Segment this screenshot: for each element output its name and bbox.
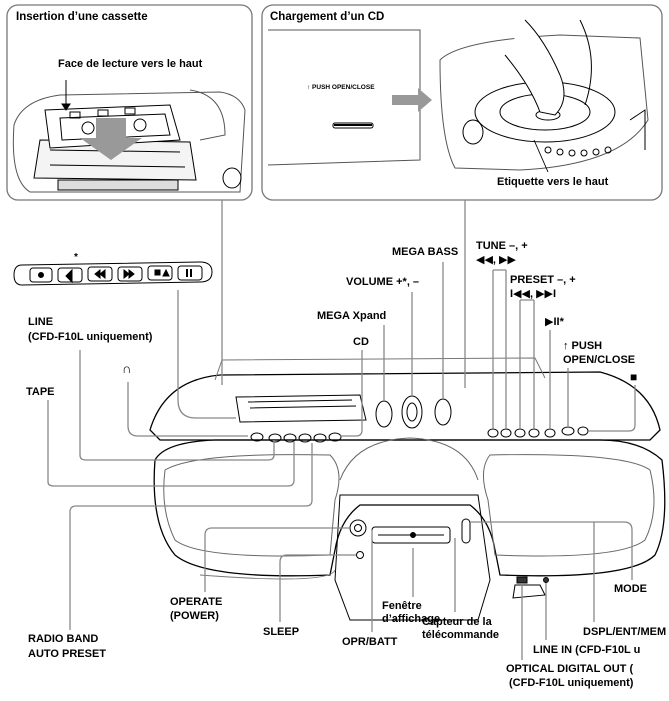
record-key[interactable] bbox=[29, 267, 53, 283]
cassette-inset-caption: Face de lecture vers le haut bbox=[58, 58, 203, 70]
label-tune-icons: ◀◀, ▶▶ bbox=[476, 254, 516, 266]
leader-lines bbox=[47, 200, 636, 660]
pause-icon bbox=[186, 269, 192, 277]
label-mega-bass: MEGA BASS bbox=[392, 246, 459, 258]
label-remote-sensor: Capteur de la bbox=[422, 616, 492, 628]
tape-keys-marker: * bbox=[74, 252, 78, 263]
mega-xpand-knob[interactable] bbox=[375, 400, 393, 428]
main-unit bbox=[149, 357, 666, 621]
stop-eject-key[interactable] bbox=[147, 265, 173, 281]
optical-digital-out-jack bbox=[516, 576, 528, 584]
cd-inset-title: Chargement d’un CD bbox=[270, 11, 385, 23]
cassette-insertion-drawing bbox=[12, 89, 246, 193]
cd-inset-open-button-label: ↑ PUSH OPEN/CLOSE bbox=[307, 84, 375, 91]
cd-loading-drawing bbox=[267, 19, 649, 173]
cassette-inset-title: Insertion d’une cassette bbox=[16, 11, 148, 23]
label-preset-icons: I◀◀, ▶▶I bbox=[510, 288, 557, 300]
rewind-icon bbox=[94, 268, 106, 280]
label-auto-preset: AUTO PRESET bbox=[28, 648, 107, 660]
fast-forward-key[interactable] bbox=[117, 266, 143, 282]
volume-knob[interactable] bbox=[401, 395, 423, 429]
label-dspl-ent-mem: DSPL/ENT/MEM bbox=[583, 626, 667, 638]
operate-button[interactable] bbox=[349, 519, 367, 537]
headphones-icon: ∩ bbox=[122, 361, 132, 376]
rewind-key[interactable] bbox=[87, 266, 113, 282]
function-buttons[interactable] bbox=[250, 432, 342, 443]
sleep-button[interactable] bbox=[356, 551, 364, 559]
label-cd: CD bbox=[353, 336, 369, 348]
label-power: (POWER) bbox=[170, 610, 219, 622]
label-tape: TAPE bbox=[26, 386, 55, 398]
label-display-window: Fenêtre bbox=[382, 600, 422, 612]
label-radio-band: RADIO BAND bbox=[28, 633, 99, 645]
label-tune: TUNE –, + bbox=[476, 240, 528, 252]
remote-sensor bbox=[410, 532, 416, 538]
label-line-note: (CFD-F10L uniquement) bbox=[28, 331, 153, 343]
label-opr-batt: OPR/BATT bbox=[342, 636, 398, 648]
label-optical-digital-out: OPTICAL DIGITAL OUT ( bbox=[506, 663, 634, 675]
stop-button-icon: ■ bbox=[630, 370, 638, 384]
eject-icon bbox=[162, 268, 170, 277]
label-sleep: SLEEP bbox=[263, 626, 300, 638]
line-in-jack bbox=[543, 577, 549, 583]
label-push-open-close: OPEN/CLOSE bbox=[563, 354, 636, 366]
label-operate: OPERATE bbox=[170, 596, 223, 608]
cassette-inset-frame bbox=[6, 4, 253, 201]
label-mode: MODE bbox=[614, 583, 647, 595]
fast-forward-icon bbox=[123, 268, 135, 280]
cd-inset-frame bbox=[261, 4, 663, 201]
cassette-compartment[interactable] bbox=[235, 394, 367, 423]
cd-inset-caption: Etiquette vers le haut bbox=[497, 176, 609, 188]
mode-button[interactable] bbox=[461, 518, 471, 544]
label-remote-sensor-2: télécommande bbox=[422, 629, 500, 641]
tape-key-strip bbox=[13, 261, 213, 286]
label-optical-note: (CFD-F10L uniquement) bbox=[509, 677, 634, 689]
play-icon bbox=[65, 268, 73, 284]
record-icon bbox=[38, 272, 44, 278]
mega-bass-knob[interactable] bbox=[434, 398, 452, 426]
label-display-window-2: d’affichage bbox=[382, 613, 441, 625]
label-preset: PRESET –, + bbox=[510, 274, 576, 286]
label-push-open: ↑ PUSH bbox=[563, 340, 603, 352]
label-volume: VOLUME +*, – bbox=[346, 276, 420, 288]
label-mega-xpand: MEGA Xpand bbox=[317, 310, 387, 322]
stop-icon bbox=[154, 269, 161, 276]
label-play-pause: ▶II* bbox=[545, 316, 564, 328]
label-line: LINE bbox=[28, 316, 54, 328]
play-key[interactable] bbox=[57, 267, 83, 283]
label-line-in: LINE IN (CFD-F10L u bbox=[533, 644, 641, 656]
cd-control-buttons[interactable] bbox=[487, 426, 589, 438]
pause-key[interactable] bbox=[177, 265, 203, 281]
